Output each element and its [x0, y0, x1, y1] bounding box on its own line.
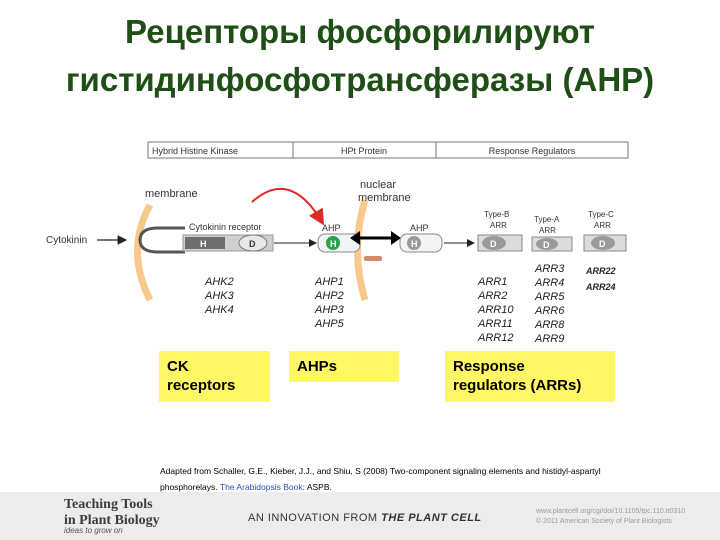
type-b-gene-list: ARR1 ARR2 ARR10 ARR11 ARR12 [477, 276, 514, 344]
type-a-d-letter: D [543, 240, 550, 250]
shuttle-arrowhead-right [391, 231, 401, 245]
header-bar: Hybrid Histine Kinase HPt Protein Respon… [147, 141, 629, 159]
receptor-h-domain [185, 237, 225, 249]
receptor-d-letter: D [249, 239, 256, 249]
title-line-1: Рецепторы фосфорилируют [125, 13, 595, 50]
response-regulators-line-2: regulators (ARRs) [453, 377, 582, 394]
ahps-label: AHPs [297, 358, 338, 375]
ck-receptors-line-2: receptors [167, 377, 236, 394]
membrane-label: membrane [145, 188, 198, 200]
shuttle-arrowhead-left [350, 231, 360, 245]
footer-bar [0, 492, 720, 540]
ahp-nucleus-h [407, 236, 421, 250]
response-regulators-line-1: Response [453, 358, 525, 375]
nuclear-pore [364, 256, 382, 261]
ahps-box: AHPs [289, 351, 399, 382]
type-b-d-letter: D [490, 239, 497, 249]
ahp-cytoplasm-h [326, 236, 340, 250]
type-b-label-2: ARR [490, 221, 507, 230]
caption-line-2: phosphorelays. The Arabidopsis Book: ASP… [160, 479, 705, 495]
arr-gene: ARR2 [477, 290, 507, 302]
nuclear-membrane-label-1: nuclear [360, 179, 396, 191]
type-a-label-1: Type-A [534, 215, 560, 224]
arr-gene: ARR3 [534, 263, 565, 275]
teaching-tools-logo: Teaching Tools in Plant Biology [64, 497, 160, 529]
type-a-label-2: ARR [539, 226, 556, 235]
receptor-h-letter: H [200, 239, 207, 249]
ahp-label-nucleus: AHP [410, 223, 429, 233]
plasma-membrane [134, 203, 154, 302]
caption-suffix: : ASPB. [302, 482, 332, 492]
type-c-gene-list: ARR22 ARR24 [585, 266, 616, 292]
logo-line-2: in Plant Biology [64, 513, 160, 528]
arr-gene: ARR12 [477, 332, 513, 344]
arr-gene: ARR4 [534, 277, 564, 289]
footer-copyright: © 2011 American Society of Plant Biologi… [536, 518, 672, 525]
slide-title: Рецепторы фосфорилируют гистидинфосфотра… [0, 8, 720, 104]
ahp-nucleus-h-letter: H [411, 239, 418, 249]
response-regulators-box: Response regulators (ARRs) [445, 351, 615, 402]
innovation-label: AN INNOVATION FROM [248, 512, 378, 524]
arr-gene: ARR11 [477, 318, 513, 330]
ahp-cytoplasm-h-letter: H [330, 239, 337, 249]
receptor-sensor-domain [138, 226, 185, 254]
arr-gene: ARR8 [534, 319, 565, 331]
ahk-gene: AHK4 [204, 304, 234, 316]
ahk-gene: AHK3 [204, 290, 235, 302]
type-b-label-1: Type-B [484, 210, 509, 219]
type-b-d-domain [482, 236, 506, 250]
caption-text-2: phosphorelays. [160, 482, 218, 492]
ahp-gene-list: AHP1 AHP2 AHP3 AHP5 [314, 276, 345, 330]
type-c-label-2: ARR [594, 221, 611, 230]
header-hybrid-kinase: Hybrid Histine Kinase [152, 146, 238, 156]
type-c-label-1: Type-C [588, 210, 614, 219]
ck-receptors-line-1: CK [167, 358, 189, 375]
arr-gene: ARR22 [585, 266, 616, 276]
cytokinin-label: Cytokinin [46, 235, 87, 246]
type-a-d-domain [536, 238, 558, 250]
arr-gene: ARR9 [534, 333, 564, 345]
ahp-gene: AHP3 [314, 304, 345, 316]
innovation-text: AN INNOVATION FROM THE PLANT CELL [248, 512, 482, 524]
ahk-gene: AHK2 [204, 276, 234, 288]
title-line-2: гистидинфосфотрансферазы (AHP) [65, 61, 655, 98]
plant-cell-label: THE PLANT CELL [381, 512, 482, 524]
arr-gene: ARR1 [477, 276, 507, 288]
logo-tagline: ideas to grow on [64, 526, 123, 535]
ck-receptors-box: CK receptors [159, 351, 270, 402]
type-c-d-letter: D [599, 239, 606, 249]
footer-web-info: www.plantcell.org/cgi/doi/10.1105/tpc.11… [536, 507, 685, 527]
ahp-label-cytoplasm: AHP [322, 223, 341, 233]
phosphotransfer-red-arrow [251, 187, 325, 226]
nuclear-membrane [354, 198, 369, 302]
arr-gene: ARR10 [477, 304, 514, 316]
source-caption: Adapted from Schaller, G.E., Kieber, J.J… [160, 463, 705, 495]
receptor-d-domain [238, 234, 268, 252]
footer-doi-link[interactable]: www.plantcell.org/cgi/doi/10.1105/tpc.11… [536, 508, 686, 515]
header-response-regulators: Response Regulators [489, 146, 576, 156]
arr-gene: ARR24 [585, 282, 616, 292]
type-c-d-domain [591, 236, 615, 250]
header-hpt-protein: HPt Protein [341, 146, 387, 156]
arr-gene: ARR6 [534, 305, 565, 317]
arabidopsis-book-link[interactable]: The Arabidopsis Book [219, 482, 303, 492]
ahp-gene: AHP2 [314, 290, 344, 302]
caption-line-1: Adapted from Schaller, G.E., Kieber, J.J… [160, 466, 601, 476]
arr-gene: ARR5 [534, 291, 565, 303]
cytokinin-receptor-label: Cytokinin receptor [189, 222, 262, 232]
ahk-gene-list: AHK2 AHK3 AHK4 [204, 276, 235, 316]
logo-line-1: Teaching Tools [64, 497, 153, 512]
ahp-gene: AHP1 [314, 276, 344, 288]
ahp-gene: AHP5 [314, 318, 345, 330]
type-a-gene-list: ARR3 ARR4 ARR5 ARR6 ARR8 ARR9 [534, 263, 565, 345]
nuclear-membrane-label-2: membrane [358, 192, 411, 204]
